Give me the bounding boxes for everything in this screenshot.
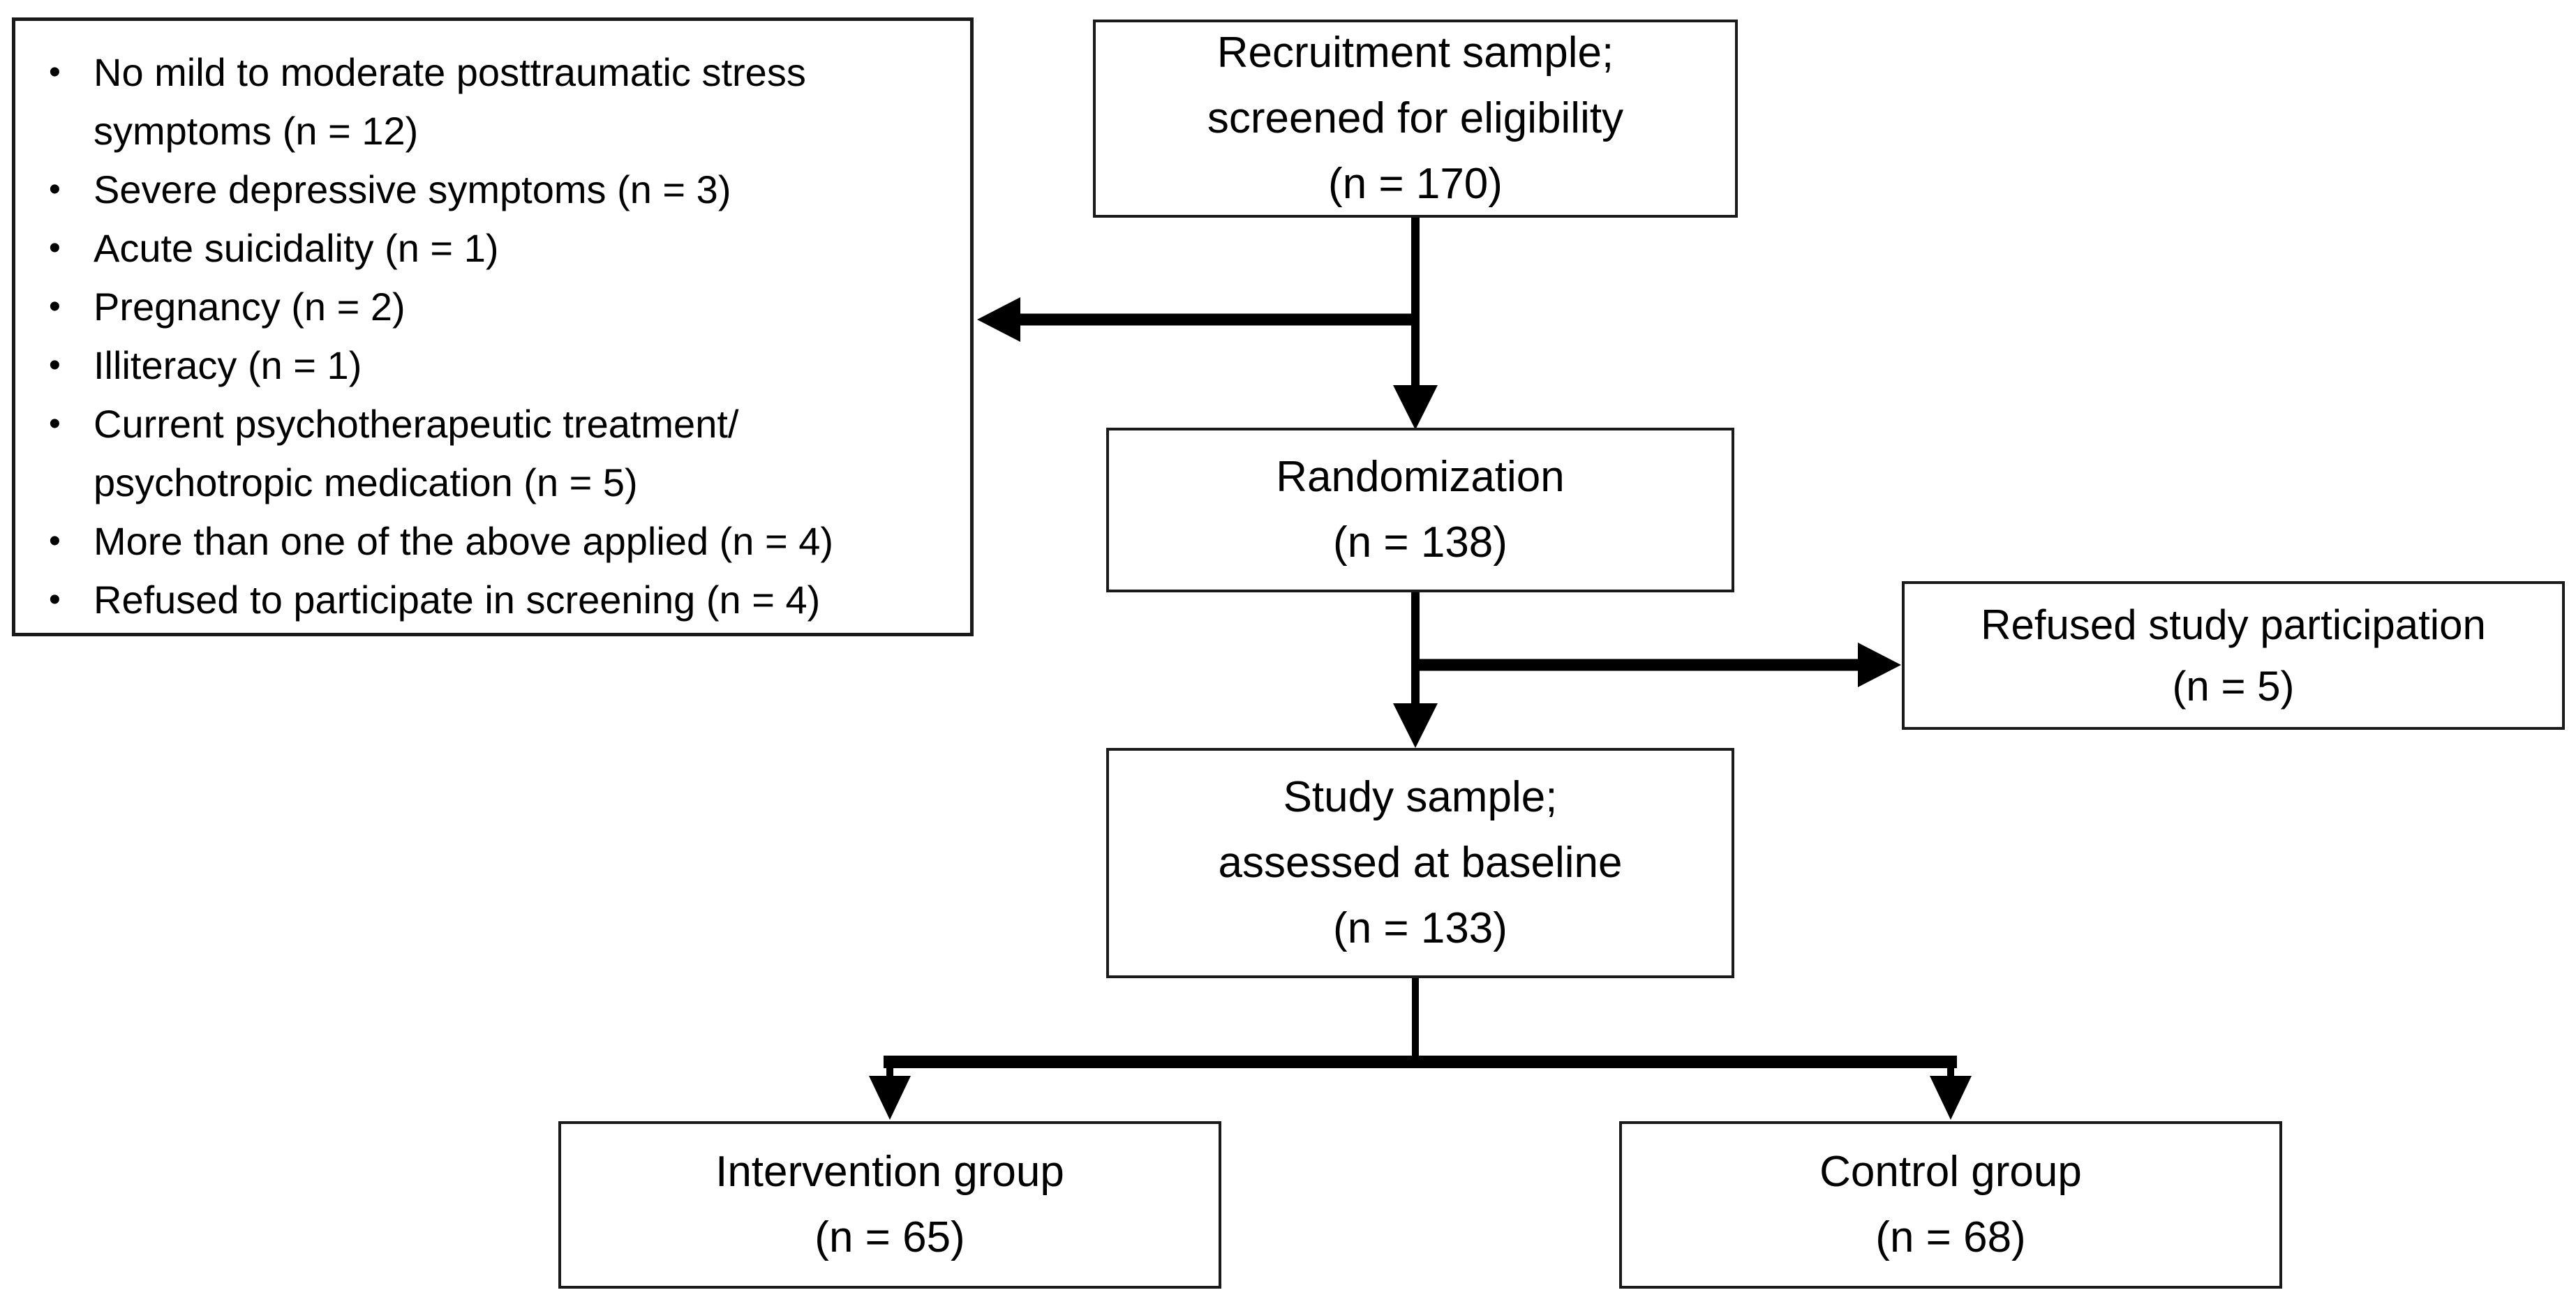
intervention-count: (n = 65) (814, 1213, 965, 1261)
refused-line-1: Refused study participation (1981, 601, 2486, 648)
exclusion-item: Current psychotherapeutic treatment/ psy… (15, 395, 956, 512)
control-count: (n = 68) (1875, 1213, 2026, 1261)
exclusion-item: More than one of the above applied (n = … (15, 512, 956, 571)
exclusion-criteria-box: No mild to moderate posttraumatic stress… (12, 17, 974, 636)
randomization-line-1: Randomization (1276, 453, 1565, 501)
exclusion-criteria-list: No mild to moderate posttraumatic stress… (15, 21, 970, 629)
study-sample-line-1: Study sample; (1283, 773, 1558, 821)
intervention-line-1: Intervention group (715, 1148, 1064, 1196)
randomization-box: Randomization (n = 138) (1106, 428, 1734, 592)
arrowhead-into-control (1930, 1076, 1972, 1120)
intervention-group-box: Intervention group (n = 65) (558, 1121, 1221, 1289)
arrowhead-into-study-sample (1393, 703, 1438, 748)
recruitment-line-2: screened for eligibility (1207, 94, 1624, 142)
arrowhead-into-refused (1858, 643, 1901, 687)
study-sample-line-2: assessed at baseline (1218, 839, 1623, 887)
exclusion-item: Pregnancy (n = 2) (15, 278, 956, 336)
exclusion-item: Severe depressive symptoms (n = 3) (15, 160, 956, 219)
arrowhead-into-intervention (869, 1076, 911, 1120)
refused-participation-box: Refused study participation (n = 5) (1902, 581, 2565, 730)
study-sample-box: Study sample; assessed at baseline (n = … (1106, 748, 1734, 978)
randomization-count: (n = 138) (1333, 518, 1507, 567)
exclusion-item: Acute suicidality (n = 1) (15, 219, 956, 278)
recruitment-sample-box: Recruitment sample; screened for eligibi… (1093, 20, 1738, 218)
exclusion-item: Refused to participate in screening (n =… (15, 571, 956, 629)
recruitment-line-1: Recruitment sample; (1216, 29, 1614, 77)
arrowhead-into-exclusions (977, 297, 1020, 342)
study-sample-count: (n = 133) (1333, 904, 1507, 952)
exclusion-item: No mild to moderate posttraumatic stress… (15, 43, 956, 160)
arrowhead-into-randomization (1393, 385, 1438, 430)
exclusion-item: Illiteracy (n = 1) (15, 336, 956, 395)
refused-count: (n = 5) (2172, 662, 2295, 710)
recruitment-count: (n = 170) (1328, 160, 1503, 208)
control-line-1: Control group (1819, 1148, 2082, 1196)
control-group-box: Control group (n = 68) (1619, 1121, 2282, 1289)
